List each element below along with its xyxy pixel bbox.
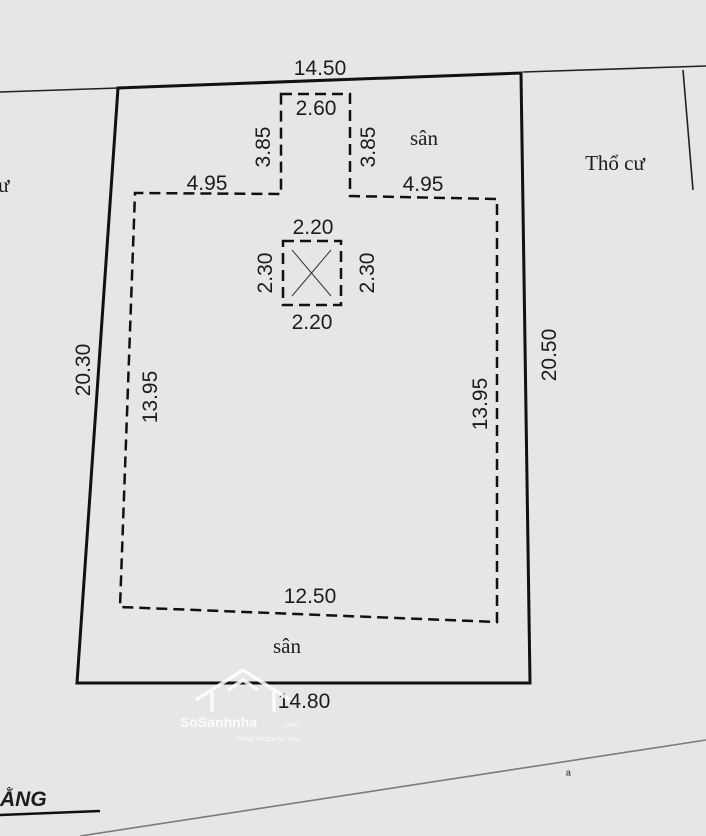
house-top-right-segment: 4.95 — [403, 173, 444, 196]
neighbor-boundary-line-right — [682, 69, 694, 191]
plot-top-width: 14.50 — [294, 57, 347, 80]
watermark: SoSanhnha .com Great choice for you — [180, 667, 299, 743]
opening-left-height: 2.30 — [254, 253, 277, 294]
house-side-right: 13.95 — [469, 378, 492, 431]
yard-label-top: sân — [410, 126, 438, 150]
stray-mark: ª — [566, 768, 571, 783]
house-top-left-segment: 4.95 — [187, 172, 228, 195]
notch-width: 2.60 — [296, 97, 337, 120]
opening-right-height: 2.30 — [356, 253, 379, 294]
house-bottom-width: 12.50 — [284, 585, 337, 608]
neighbor-boundary-line-top-right — [522, 65, 706, 73]
house-logo-icon — [195, 667, 291, 712]
plot-left-length: 20.30 — [72, 344, 95, 397]
plot-bottom-width: 14.80 — [278, 690, 331, 713]
watermark-brand: SoSanhnha — [180, 714, 257, 730]
watermark-tagline: Great choice for you — [236, 736, 299, 743]
house-side-left: 13.95 — [139, 371, 162, 424]
bottom-curve-line — [79, 739, 706, 836]
plot-right-length: 20.50 — [538, 329, 561, 382]
notch-depth-right: 3.85 — [357, 127, 380, 168]
neighbor-label-right: Thổ cư — [585, 151, 645, 175]
opening-bottom-width: 2.20 — [292, 311, 333, 334]
light-well-cross-b — [291, 249, 332, 297]
notch-depth-left: 3.85 — [252, 127, 275, 168]
light-well-outline — [281, 239, 343, 307]
neighbor-label-left: ư — [0, 173, 10, 197]
yard-label-bottom: sân — [273, 634, 301, 658]
corner-underline — [0, 809, 101, 817]
opening-top-width: 2.20 — [293, 216, 334, 239]
plot-boundary — [75, 71, 532, 685]
corner-handwritten-text: ẰNG — [0, 787, 47, 811]
neighbor-boundary-line-top — [0, 87, 119, 93]
house-footprint — [118, 92, 499, 624]
watermark-domain: .com — [283, 722, 298, 729]
